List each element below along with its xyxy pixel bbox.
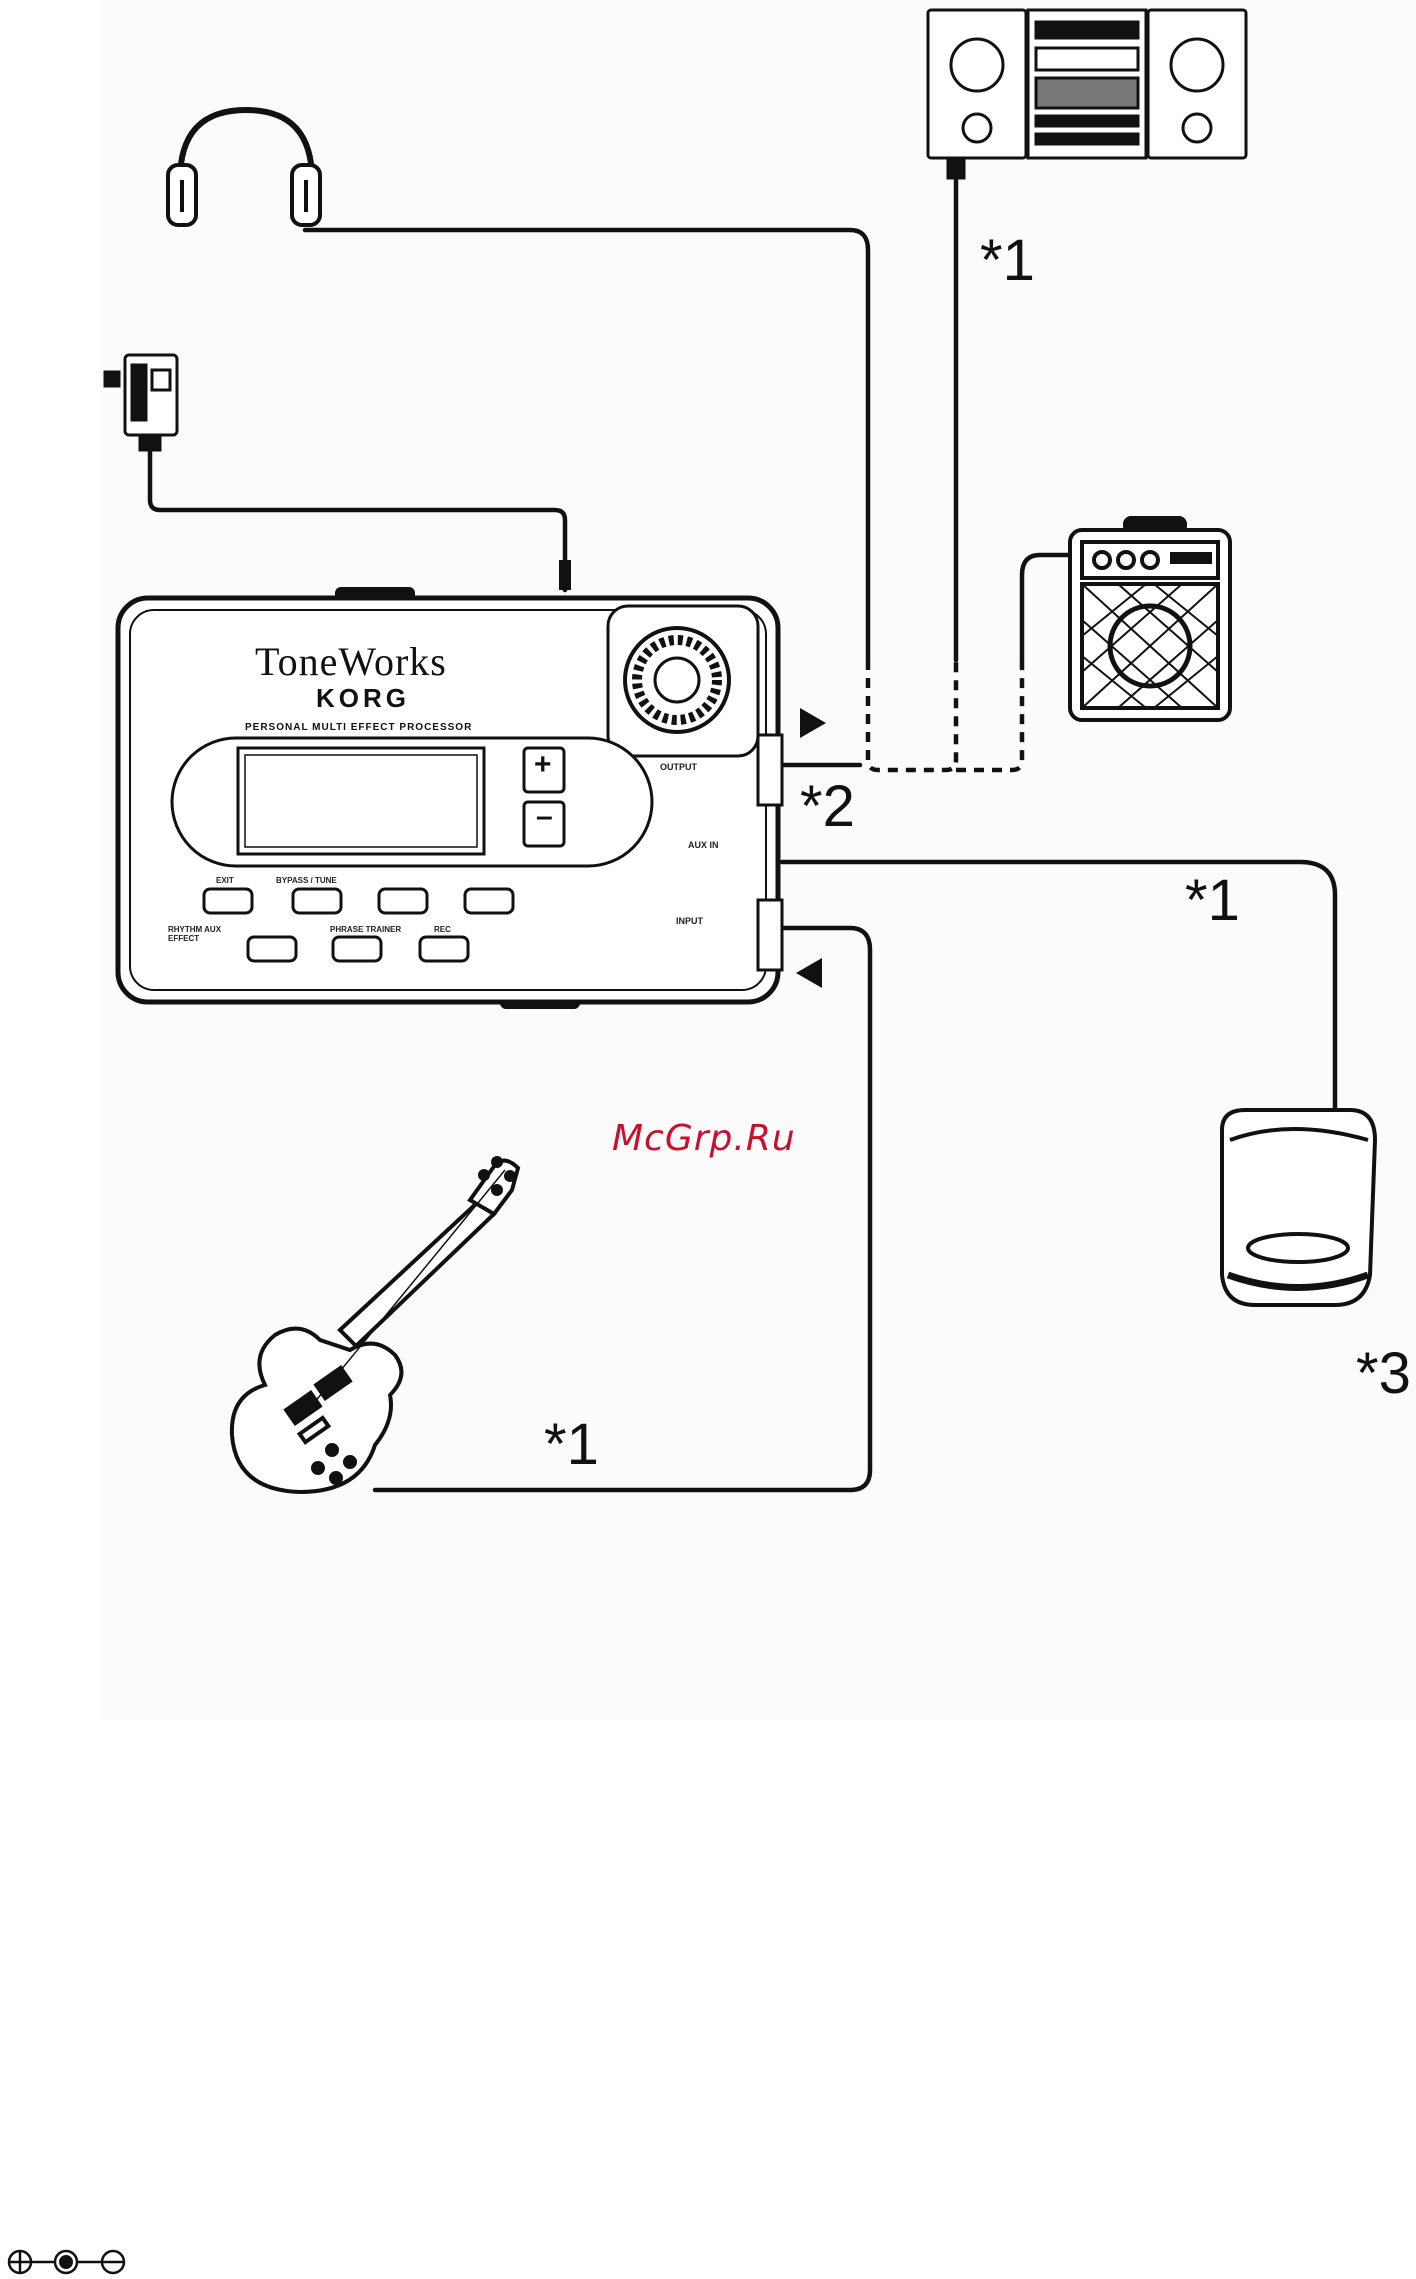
- plus-button-label: +: [534, 748, 552, 782]
- minus-button-label: –: [536, 800, 553, 834]
- output-jack-label: OUTPUT: [660, 762, 697, 772]
- registration-mark-icon: [4, 2248, 129, 2276]
- stereo-system-icon: [928, 10, 1246, 178]
- guitar-amp-icon: [1070, 518, 1230, 720]
- rec-button-label: REC: [434, 925, 451, 934]
- cd-player-icon: [1222, 1110, 1375, 1305]
- input-jack-label: INPUT: [676, 916, 703, 926]
- note-guitar-cable: *1: [544, 1416, 599, 1474]
- device-brand-title: ToneWorks: [255, 638, 447, 685]
- aux-jack-label: AUX IN: [688, 840, 719, 850]
- toneworks-device: [118, 587, 782, 1009]
- device-description: PERSONAL MULTI EFFECT PROCESSOR: [245, 722, 472, 733]
- note-aux-cable: *1: [1185, 872, 1240, 930]
- rhythm-aux-button-label: RHYTHM AUX EFFECT: [168, 925, 238, 943]
- bypass-tune-button-label: BYPASS / TUNE: [276, 876, 337, 885]
- exit-button-label: EXIT: [216, 876, 234, 885]
- note-cd-player: *3: [1356, 1345, 1411, 1403]
- device-brand-logo: KORG: [316, 683, 410, 714]
- adapter-plug: [559, 560, 571, 590]
- watermark: McGrp.Ru: [612, 1118, 796, 1159]
- note-stereo-cable: *1: [980, 232, 1035, 290]
- phrase-trainer-button-label: PHRASE TRAINER: [330, 925, 401, 934]
- note-output-split: *2: [800, 778, 855, 836]
